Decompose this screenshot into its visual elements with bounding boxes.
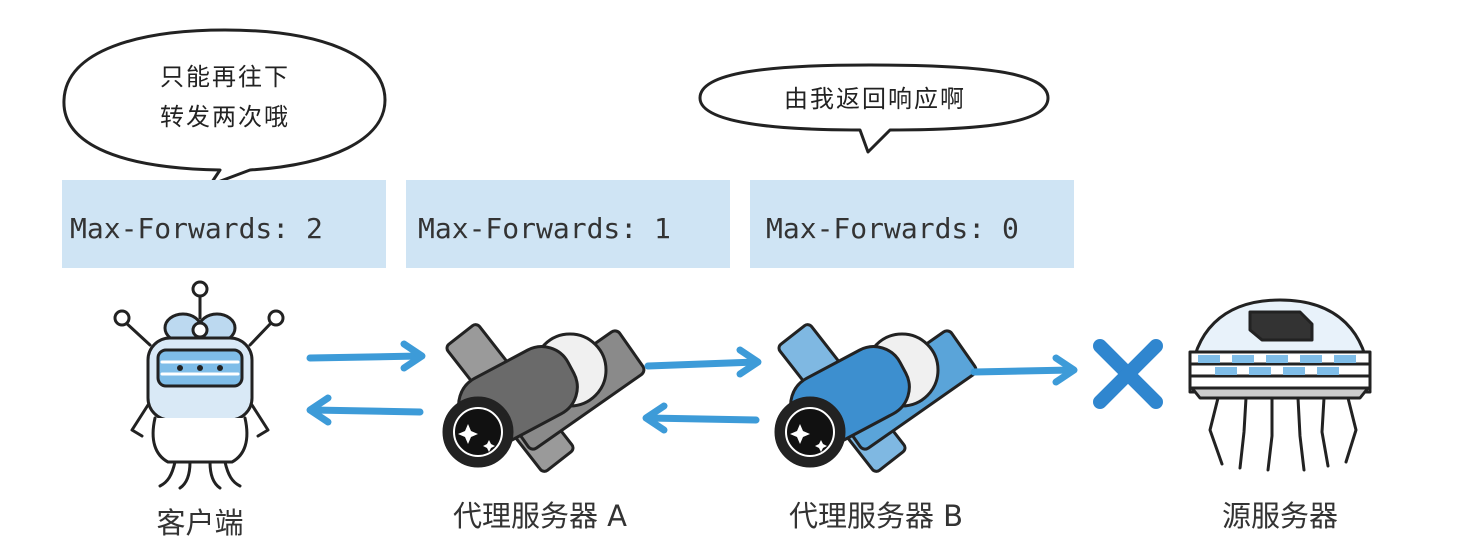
max-forwards-box-proxy-a — [406, 180, 730, 268]
max-forwards-value-0: Max-Forwards: 0 — [766, 212, 1019, 245]
client-bubble-line1: 只能再往下 — [160, 63, 290, 91]
label-proxy-a: 代理服务器 A — [452, 499, 628, 533]
cross-x-icon — [1093, 339, 1163, 409]
max-forwards-box-client — [62, 180, 386, 268]
label-proxy-b: 代理服务器 B — [788, 499, 964, 533]
satellite-gray-icon — [442, 323, 646, 473]
client-bubble-line2: 转发两次哦 — [160, 103, 290, 131]
client-speech-bubble — [62, 28, 387, 187]
arrows-client-proxy-a — [306, 340, 426, 426]
label-client: 客户端 — [156, 506, 244, 540]
proxy-b-bubble-text: 由我返回响应啊 — [784, 85, 966, 113]
proxy-b-speech-bubble — [698, 63, 1050, 154]
satellite-blue-icon — [774, 323, 978, 473]
max-forwards-box-proxy-b — [750, 180, 1074, 268]
max-forwards-value-1: Max-Forwards: 1 — [418, 212, 671, 245]
robot-client-icon — [113, 280, 285, 490]
arrows-proxy-a-proxy-b — [642, 346, 762, 434]
jellyfish-server-icon — [1188, 298, 1372, 472]
label-origin: 源服务器 — [1221, 499, 1338, 533]
max-forwards-value-2: Max-Forwards: 2 — [70, 212, 323, 245]
arrow-proxy-b-origin — [970, 354, 1078, 386]
